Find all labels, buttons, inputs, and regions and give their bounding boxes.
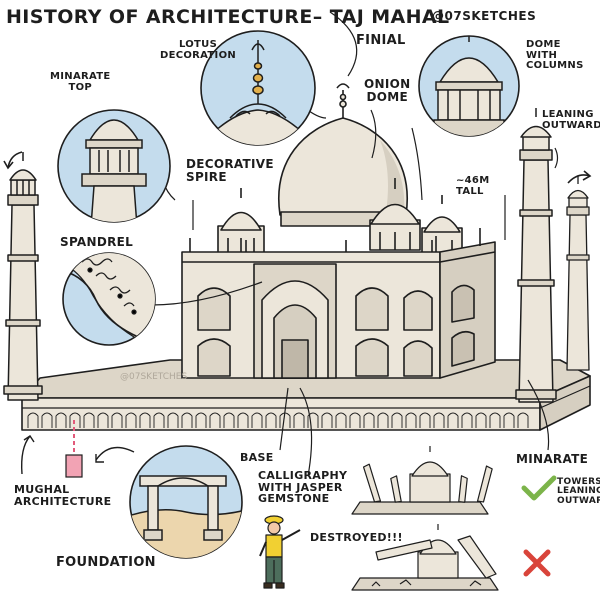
label-minarate-top: MINARATE TOP xyxy=(50,71,111,93)
chhatri-right xyxy=(421,195,463,255)
label-mughal-architecture: MUGHAL ARCHITECTURE xyxy=(14,483,112,508)
minaret-right-front xyxy=(515,108,557,403)
label-finial: FINIAL xyxy=(356,33,406,48)
cross-icon xyxy=(523,549,551,577)
label-lotus-decoration: LOTUS DECORATION xyxy=(160,39,237,61)
watermark: @07SKETCHES xyxy=(120,372,188,382)
page-title: HISTORY OF ARCHITECTURE– TAJ MAHAL xyxy=(6,6,450,28)
label-base: BASE xyxy=(240,451,274,464)
label-leaning-outward: LEANING OUTWARD xyxy=(542,109,600,131)
label-destroyed: DESTROYED!!! xyxy=(310,531,403,544)
check-icon xyxy=(521,475,557,501)
pink-column-icon xyxy=(65,420,83,478)
leader-lines xyxy=(151,11,559,477)
label-height: ~46m TALL xyxy=(456,175,490,197)
bubble-spandrel xyxy=(62,252,156,346)
chhatri-left xyxy=(217,188,265,255)
label-dome-with-columns: DOME WITH COLUMNS xyxy=(526,39,584,71)
worker-figure xyxy=(259,515,301,589)
author-handle: @07SKETCHES xyxy=(432,9,537,23)
bubble-minaret-top xyxy=(57,109,171,223)
foundation-arrow xyxy=(95,446,135,461)
label-calligraphy: CALLIGRAPHY WITH JASPER GEMSTONE xyxy=(258,469,348,506)
label-foundation: FOUNDATION xyxy=(56,555,156,570)
mini-taj-destroyed xyxy=(351,524,499,591)
label-minarate: MINARATE xyxy=(516,452,589,466)
minaret-left xyxy=(3,152,43,401)
leaning-arrows xyxy=(3,151,592,184)
label-onion-dome: ONION DOME xyxy=(364,77,411,104)
minaret-right-back xyxy=(566,176,590,371)
bubble-foundation xyxy=(129,445,243,559)
label-decorative-spire: DECORATIVE SPIRE xyxy=(186,157,274,184)
chhatri-mid xyxy=(369,178,421,251)
bubble-dome-columns xyxy=(418,35,520,137)
label-spandrel: SPANDREL xyxy=(60,235,134,249)
mini-taj-leaning xyxy=(351,446,493,515)
label-towers-leaning-outward: TOWERS LEANING OUTWARD xyxy=(557,477,600,506)
mausoleum xyxy=(181,83,496,379)
plinth-arcade xyxy=(27,412,529,428)
